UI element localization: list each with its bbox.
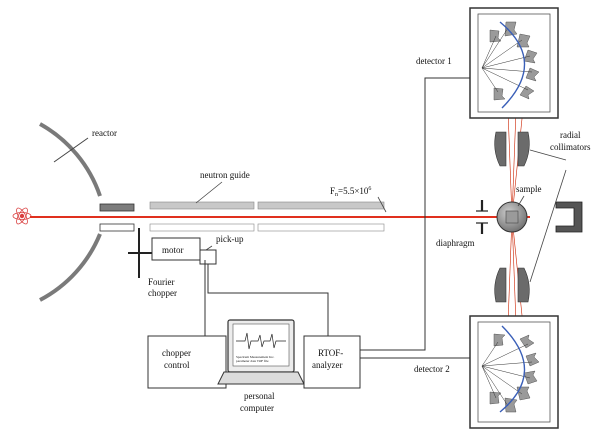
- fourier-chopper: Fourier chopper: [128, 228, 177, 298]
- flux-subscript: n: [335, 192, 338, 198]
- chopper-control-label-1: chopper: [162, 348, 191, 358]
- collimator-lower-left: [494, 267, 507, 303]
- detector-1-label: detector 1: [416, 56, 452, 66]
- svg-text:Fn=5.5×106: Fn=5.5×106: [330, 186, 371, 198]
- pickup: pick-up: [199, 234, 244, 265]
- beam-stop: [555, 201, 583, 233]
- atom-icon: [12, 207, 32, 225]
- flux-value: =5.5×10: [338, 186, 369, 196]
- neutron-guide-lower-2: [257, 223, 385, 232]
- personal-computer-label-2: computer: [240, 403, 274, 413]
- collimator-upper-left: [494, 131, 507, 167]
- computer-screen-text-1: Spectrum Measurement Inc.: [236, 355, 274, 359]
- collimators-pointer-lower: [529, 169, 567, 283]
- diaphragm: diaphragm: [436, 200, 488, 248]
- wire-pickup-to-analyzer: [207, 264, 329, 336]
- computer-screen: [232, 323, 290, 367]
- pickup-label: pick-up: [216, 234, 244, 244]
- neutron-guide-lower-1: [149, 223, 255, 232]
- motor-label: motor: [162, 245, 184, 255]
- neutron-guide-label: neutron guide: [200, 170, 250, 180]
- radial-collimators-label-1: radial: [560, 130, 581, 140]
- neutron-guide-upper-2: [257, 201, 385, 210]
- detector-2: detector 2: [414, 315, 559, 429]
- reactor-label: reactor: [92, 128, 117, 138]
- radial-collimators: radial collimators: [494, 130, 591, 303]
- diaphragm-label: diaphragm: [436, 238, 475, 248]
- detector-1-blue-arc: [499, 21, 526, 109]
- detector-2-elements: [489, 333, 540, 413]
- detector-1: detector 1: [416, 7, 559, 119]
- rtof-analyzer-label-1: RTOF-: [318, 348, 343, 358]
- personal-computer: Spectrum Measurement Inc. parameter data…: [217, 319, 305, 413]
- radial-collimators-label-2: collimators: [550, 142, 591, 152]
- sample-pointer: [517, 195, 525, 207]
- flux-pointer: [377, 196, 387, 213]
- reactor-wall-lower: [39, 233, 102, 302]
- wire-analyzer-to-detector-1: [360, 77, 470, 351]
- fourier-chopper-label-1: Fourier: [148, 277, 175, 287]
- neutron-guide: neutron guide: [149, 170, 385, 232]
- detector-1-elements: [489, 21, 540, 101]
- chopper-control-box: [147, 335, 227, 389]
- reactor-wall-outer: [39, 122, 102, 197]
- rtof-analyzer-label-2: analyzer: [312, 360, 342, 370]
- neutron-guide-pointer: [195, 181, 223, 204]
- collimator-upper-right: [517, 131, 530, 167]
- neutron-guide-upper-1: [149, 201, 255, 210]
- beam-shutter-upper: [99, 203, 135, 212]
- computer-screen-waveform: [236, 332, 286, 350]
- detector-1-fan-lines: [481, 27, 533, 93]
- flux-symbol: F: [330, 186, 335, 196]
- collimators-pointer-upper: [529, 149, 567, 161]
- pickup-pointer: [205, 245, 213, 251]
- detector-2-blue-arc: [499, 325, 526, 413]
- collimator-lower-right: [517, 267, 530, 303]
- detector-2-label: detector 2: [414, 364, 450, 374]
- motor-box: [151, 237, 201, 261]
- flux-exponent: 6: [368, 186, 371, 192]
- pickup-box: [199, 249, 217, 265]
- sample: sample: [496, 184, 542, 233]
- sample-label: sample: [516, 184, 542, 194]
- beam-shutter-lower: [99, 223, 135, 232]
- sample-core: [505, 210, 519, 224]
- rtof-analyzer-box: [303, 335, 361, 389]
- flux-label: Fn=5.5×106: [330, 186, 387, 213]
- reactor: reactor: [39, 122, 117, 302]
- computer-keyboard: [217, 371, 305, 385]
- computer-screen-text-2: parameter data TOF file: [236, 359, 269, 363]
- chopper-control-label-2: control: [164, 360, 190, 370]
- personal-computer-label-1: personal: [244, 391, 275, 401]
- reactor-pointer-line: [53, 137, 89, 163]
- fourier-chopper-label-2: chopper: [148, 288, 177, 298]
